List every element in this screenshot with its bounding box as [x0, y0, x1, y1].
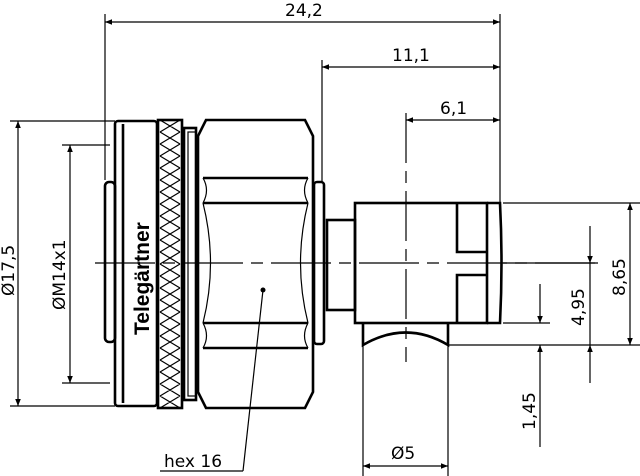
- knurl-pattern: [159, 119, 181, 409]
- dim-height-total: 8,65: [448, 202, 640, 346]
- coupling-nut: Telegärtner: [103, 118, 198, 410]
- hex-body: [196, 118, 326, 410]
- svg-text:Ø17,5: Ø17,5: [0, 245, 19, 296]
- dim-axis-to-bottom: 4,95: [503, 226, 598, 383]
- svg-text:8,65: 8,65: [610, 258, 630, 296]
- cable-entry: [325, 201, 503, 476]
- dim-outer-diameter: Ø17,5: [0, 120, 115, 407]
- hex-leader: hex 16: [160, 287, 266, 472]
- dim-thread: ØM14x1: [50, 144, 110, 384]
- dim-cable-axis-to-end: 6,1: [406, 99, 500, 123]
- dim-cable-diameter: Ø5: [363, 444, 448, 469]
- dim-body-to-end: 11,1: [321, 46, 500, 182]
- svg-text:4,95: 4,95: [569, 288, 589, 326]
- svg-text:11,1: 11,1: [392, 46, 430, 66]
- dim-overall-length: 24,2: [104, 1, 501, 203]
- svg-text:6,1: 6,1: [440, 99, 467, 119]
- svg-text:hex 16: hex 16: [164, 452, 222, 472]
- dim-bottom-step: 1,45: [503, 284, 550, 447]
- brand-logo: Telegärtner: [131, 222, 154, 335]
- svg-text:1,45: 1,45: [520, 392, 540, 430]
- svg-text:ØM14x1: ØM14x1: [50, 239, 70, 310]
- svg-text:24,2: 24,2: [285, 1, 323, 21]
- svg-text:Ø5: Ø5: [391, 444, 415, 464]
